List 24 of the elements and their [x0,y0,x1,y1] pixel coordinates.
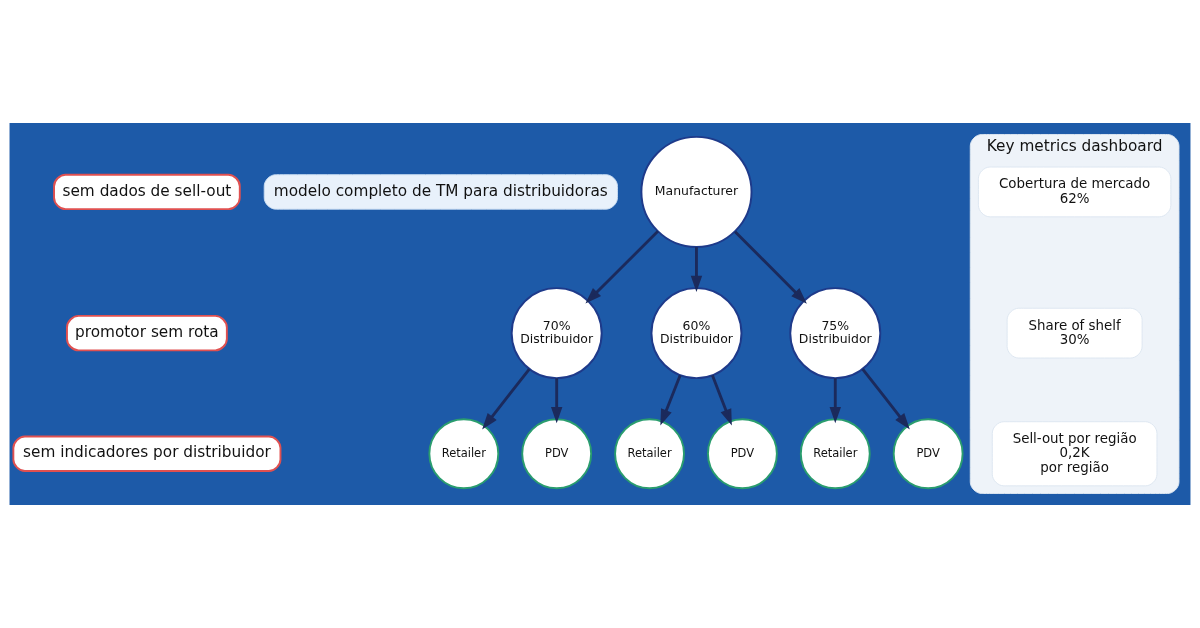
node-box: Cobertura de mercado 62% [977,166,1172,218]
arrow [482,368,531,430]
node-box: promotor sem rota [66,314,228,352]
arrow [550,378,563,424]
arrow [861,368,910,430]
node-circle: Retailer [799,418,871,490]
node-box: Share of shelf 30% [1006,307,1143,359]
node-circle: PDV [892,418,964,490]
arrow [690,247,703,293]
node-circle: 60% Distribuidor [650,287,743,380]
arrow [734,230,807,304]
arrow [585,230,659,304]
node-box: sem dados de sell-out [53,173,241,211]
node-circle: Manufacturer [640,135,753,248]
node-circle: PDV [707,418,778,490]
arrow [711,374,732,426]
arrow [829,378,841,424]
arrow [660,374,682,426]
node-circle: PDV [521,418,593,490]
node-box: sem indicadores por distribuidor [12,435,282,472]
node-circle: Retailer [428,418,500,490]
node-box: modelo completo de TM para distribuidoras [263,174,618,210]
node-box: Sell-out por região 0,2K por região [991,421,1158,487]
node-circle: Retailer [614,418,685,490]
